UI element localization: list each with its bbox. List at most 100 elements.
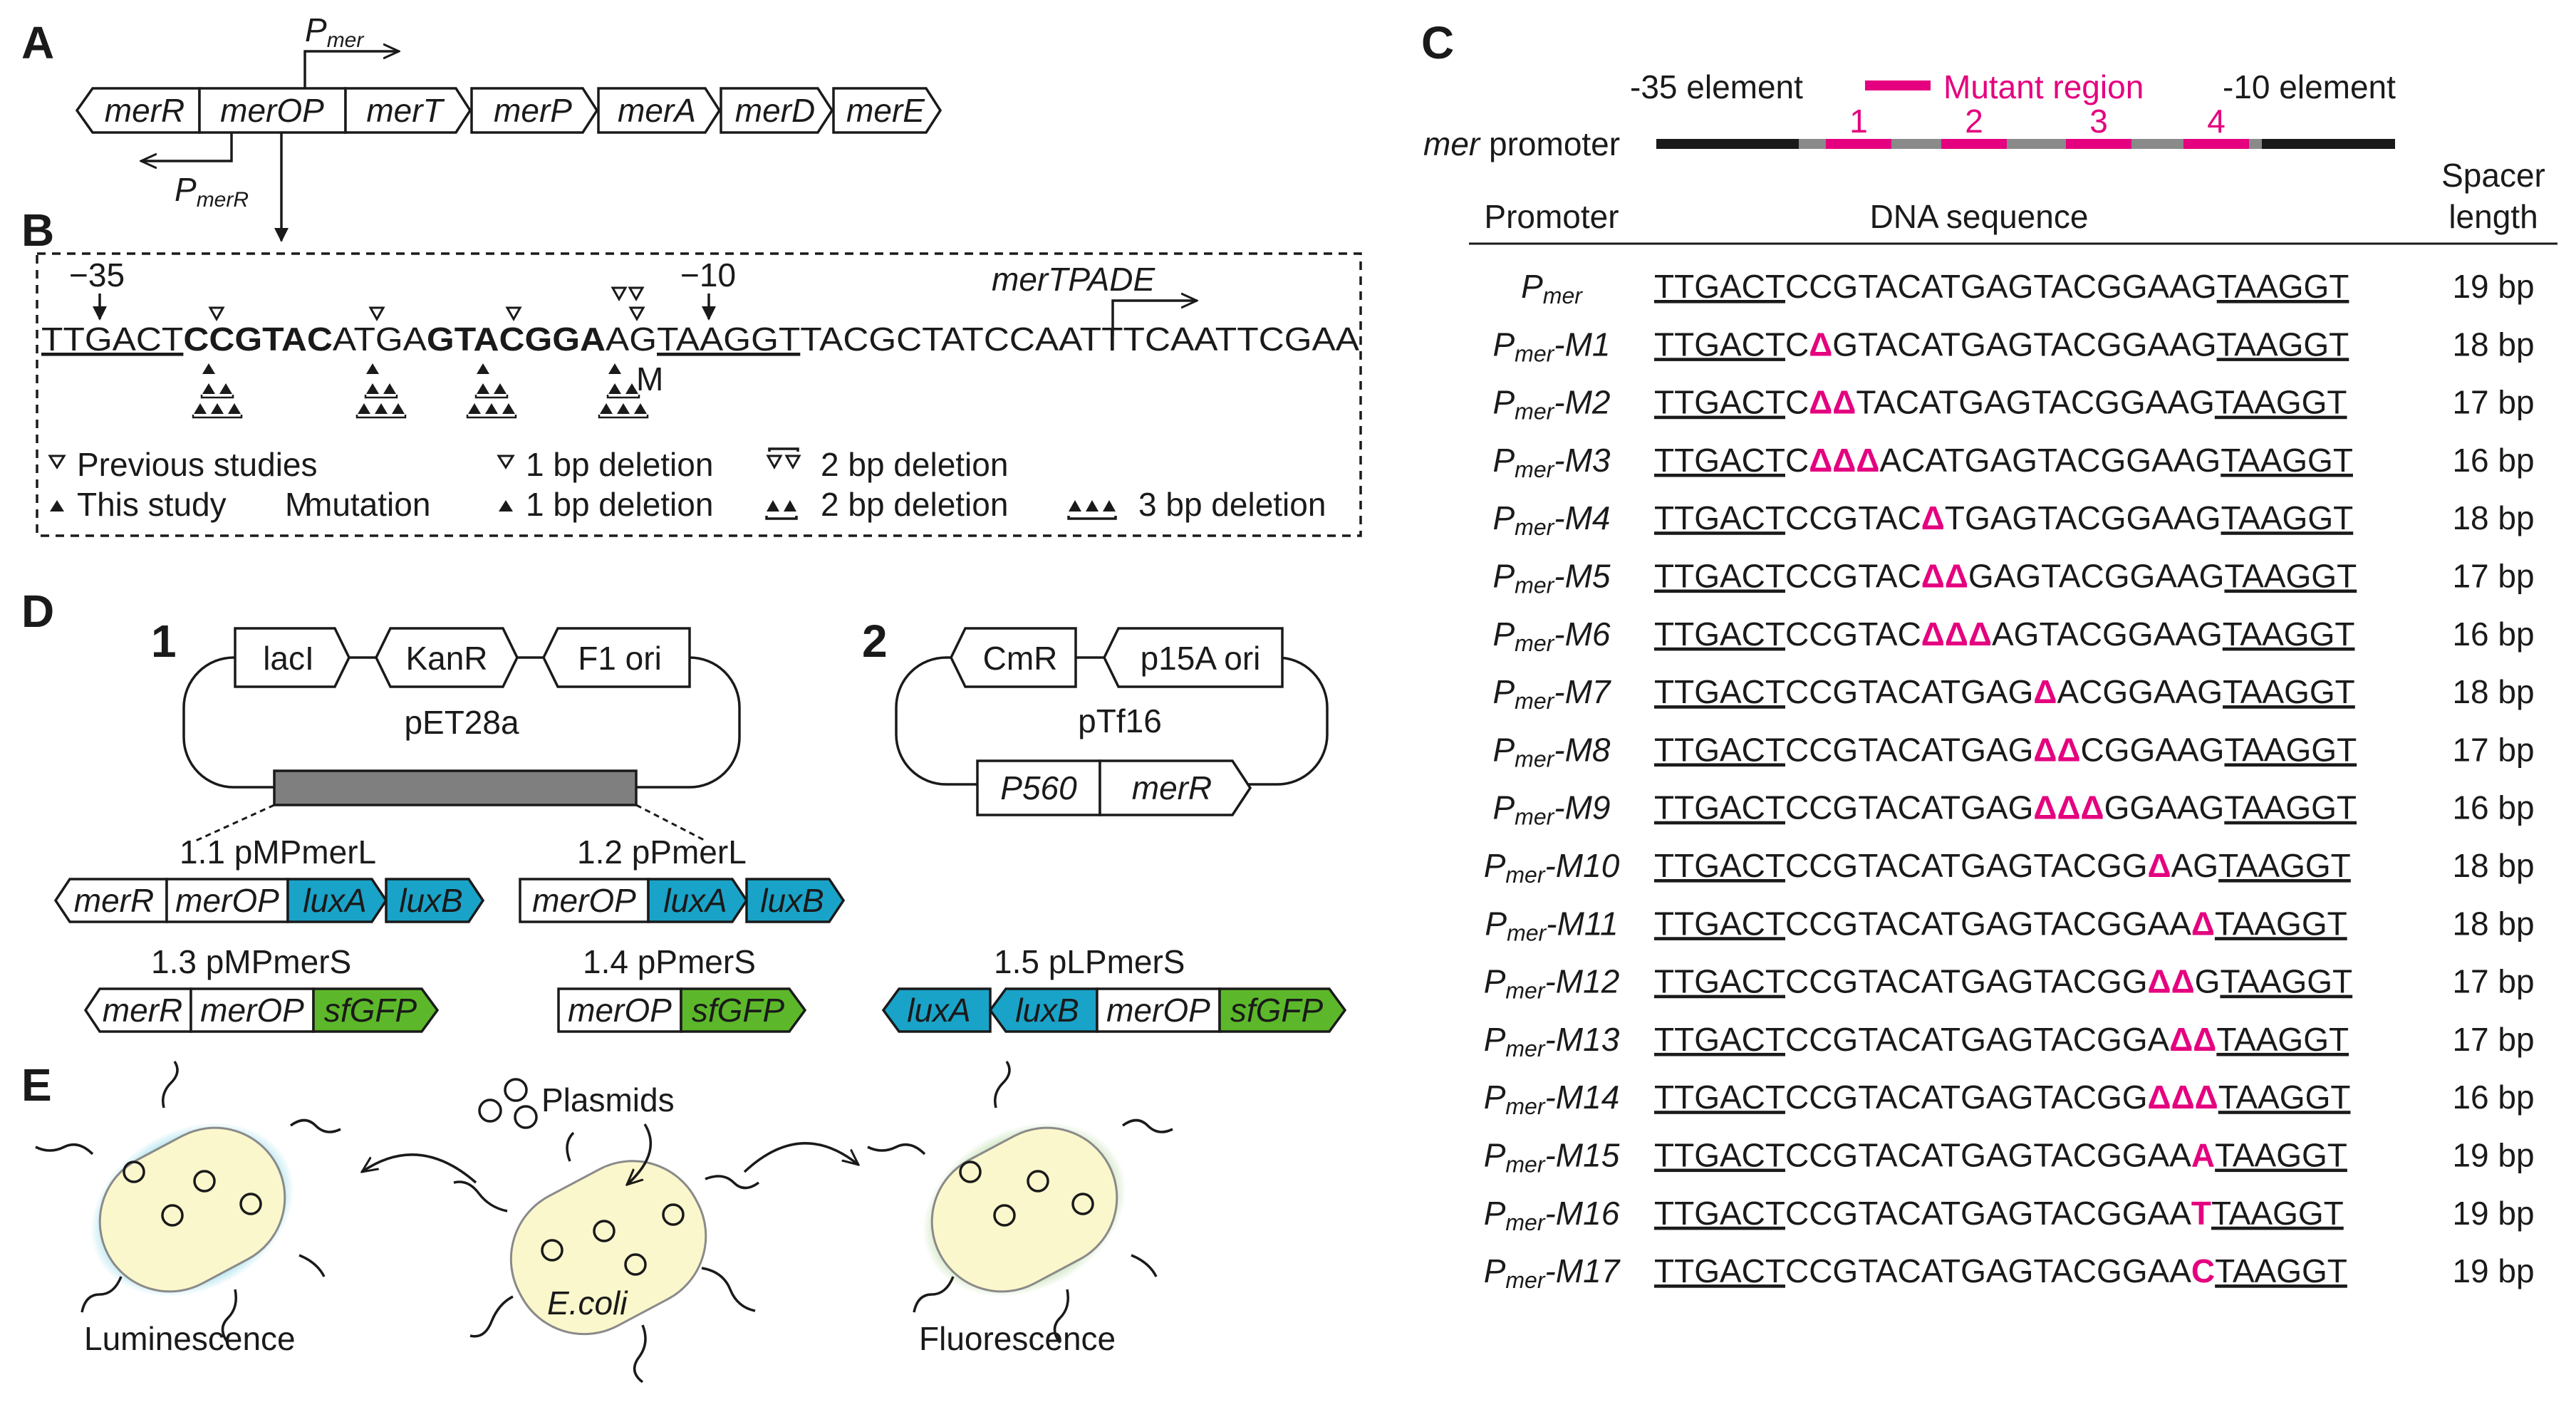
panel-label-c: C (1421, 17, 1454, 68)
gene-label-merE: merE (846, 92, 925, 129)
svg-text:2 bp deletion: 2 bp deletion (821, 486, 1008, 523)
table-row: Pmer-M15 TTGACTCCGTACATGAGTACGGAAATAAGGT 1… (1484, 1137, 2535, 1178)
svg-text:luxA: luxA (907, 992, 970, 1029)
panel-label-e: E (21, 1059, 52, 1111)
svg-text:mutation: mutation (305, 486, 430, 523)
svg-text:luxB: luxB (1015, 992, 1079, 1029)
ptf-merr (1099, 759, 1252, 816)
ptf-p560 (976, 759, 1101, 816)
sequence-segment: GTACGGA (427, 321, 606, 358)
pmerR-arrow (141, 133, 233, 161)
gene-merE (832, 87, 942, 134)
previous-study-markers (208, 286, 645, 322)
spacer-length: 17 bp (2452, 384, 2534, 421)
d-num-2: 2 (862, 616, 888, 667)
promoter-name: Pmer-M3 (1492, 442, 1610, 482)
svg-text:1 bp deletion: 1 bp deletion (526, 486, 713, 523)
spacer-length: 16 bp (2452, 442, 2534, 479)
spacer-length: 18 bp (2452, 326, 2534, 363)
promoter-name: Pmer-M17 (1484, 1252, 1621, 1293)
panel-e-cells: Luminescence E.coli Plasmids (35, 1061, 1173, 1383)
panel-a-operon: merR merOP merT merP merA merD merE Pmer… (75, 11, 942, 242)
gene-merD (720, 87, 834, 134)
mutation-mark: M (636, 360, 663, 398)
lum-plasmids (123, 1160, 262, 1227)
svg-text:This study: This study (77, 486, 227, 523)
svg-text:merR: merR (103, 992, 182, 1029)
mutant-region-label: Mutant region (1943, 68, 2144, 105)
pmer-arrow (303, 51, 399, 88)
construct-1-4-title: 1.4 pPmerS (583, 943, 756, 980)
spacer-length: 18 bp (2452, 847, 2534, 884)
dna-sequence: TTGACTCCGTACATGAGTACGGAACTAAGGT (1654, 1252, 2347, 1289)
svg-text:p15A ori: p15A ori (1141, 640, 1261, 677)
promoter-name: Pmer-M10 (1484, 847, 1620, 888)
svg-text:P560: P560 (1000, 769, 1077, 806)
sequence-segment: CCGTAC (183, 321, 333, 358)
fluorescence-label: Fluorescence (919, 1320, 1116, 1357)
ptf-cmr (950, 627, 1077, 688)
pmerR-label: PmerR (175, 171, 249, 212)
panel-c-table: -35 element Mutant region -10 element me… (1423, 68, 2557, 1293)
table-row: Pmer-M10 TTGACTCCGTACATGAGTACGGΔAGTAAGGT 1… (1484, 847, 2535, 888)
gene-label-merT: merT (366, 92, 445, 129)
svg-text:3 bp deletion: 3 bp deletion (1138, 486, 1326, 523)
col-dna-sequence: DNA sequence (1870, 198, 2089, 235)
dna-sequence: TTGACTCCGTACATGAGTACGGAATTAAGGT (1654, 1195, 2344, 1232)
dna-sequence: TTGACTCCGTACATGAGΔACGGAAGTAAGGT (1654, 673, 2355, 710)
svg-text:Previous studies: Previous studies (77, 446, 318, 483)
svg-text:merOP: merOP (1106, 992, 1210, 1029)
panel-label-a: A (21, 17, 54, 68)
operon-arrow (1111, 301, 1197, 336)
sequence-segment: TACGCTATCCAATTTCAATTCGAA (800, 321, 1359, 358)
svg-text:luxA: luxA (303, 882, 366, 919)
svg-text:merOP: merOP (175, 882, 279, 919)
spacer-length: 19 bp (2452, 1137, 2534, 1174)
mer-promoter-label: mer promoter (1423, 125, 1620, 162)
panel-label-d: D (21, 586, 54, 637)
to-flu-arrow (743, 1142, 858, 1173)
svg-text:luxB: luxB (760, 882, 824, 919)
gene-merR (75, 87, 201, 134)
panel-label-b: B (21, 204, 54, 256)
svg-text:KanR: KanR (405, 640, 487, 677)
dna-sequence: TTGACTCCGTACATGAGΔΔCGGAAGTAAGGT (1654, 731, 2357, 768)
dna-sequence: TTGACTCCGTACATGAGTACGGAAATAAGGT (1654, 1137, 2347, 1174)
ptf-p15a (1103, 627, 1284, 688)
gene-merA (597, 87, 722, 134)
luminescence-label: Luminescence (84, 1320, 296, 1357)
minus10-label: −10 (680, 256, 736, 294)
promoter-name: Pmer-M13 (1484, 1021, 1620, 1061)
svg-text:1 bp deletion: 1 bp deletion (526, 446, 713, 483)
flu-flagella (867, 1061, 1173, 1344)
gene-label-merOP: merOP (220, 92, 324, 129)
svg-text:2: 2 (1965, 103, 1983, 140)
svg-text:3: 3 (2089, 103, 2108, 140)
dna-sequence: TTGACTCΔΔTACATGAGTACGGAAGTAAGGT (1654, 384, 2347, 421)
sequence-segment: TAAGGT (657, 321, 800, 358)
dna-sequence: TTGACTCCGTACATGAGTACGGΔAGTAAGGT (1654, 847, 2351, 884)
dna-sequence: TTGACTCCGTACATGAGTACGGAΔΔTAAGGT (1654, 1021, 2349, 1058)
promoter-name: Pmer-M15 (1484, 1137, 1620, 1178)
spacer-length: 17 bp (2452, 558, 2534, 595)
operon-label: merTPADE (992, 261, 1155, 298)
spacer-length: 17 bp (2452, 963, 2534, 1000)
pet-insert (273, 769, 638, 806)
to-lum-arrow (362, 1153, 477, 1184)
sequence-segment: AG (606, 321, 657, 358)
promoter-name: Pmer-M1 (1492, 326, 1610, 366)
promoter-name: Pmer-M9 (1492, 789, 1610, 830)
svg-text:merOP: merOP (568, 992, 672, 1029)
construct-1-5-title: 1.5 pLPmerS (994, 943, 1185, 980)
